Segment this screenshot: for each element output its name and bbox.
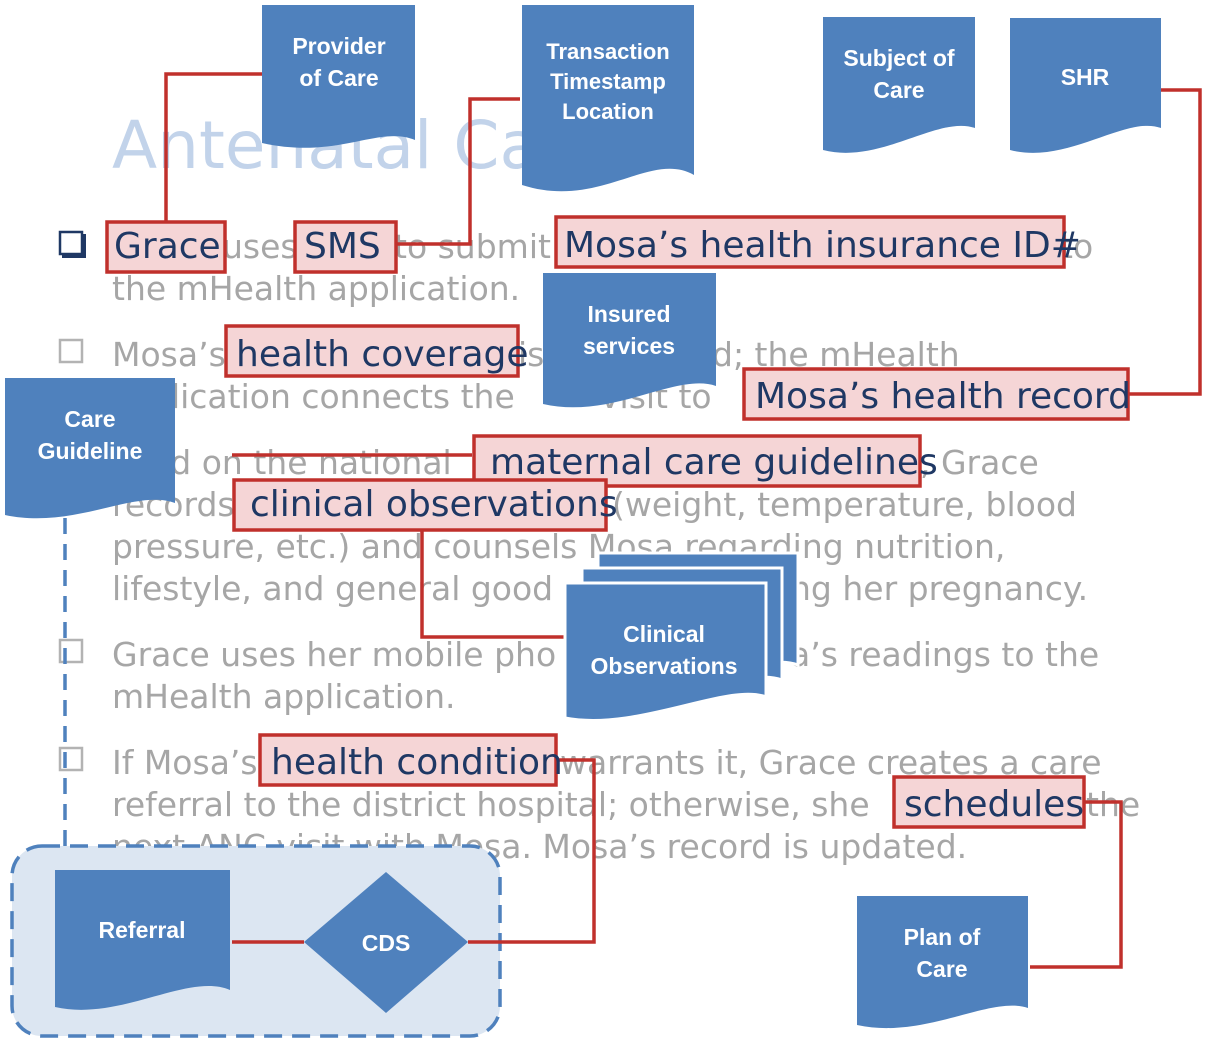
text-b4-l1-b: a’s readings to the	[790, 635, 1099, 674]
highlight-health-record: Mosa’s health record	[755, 376, 1131, 417]
svg-text:Referral: Referral	[99, 917, 186, 943]
text-b5-l2-b: the	[1086, 785, 1140, 824]
highlight-maternal-guidelines: maternal care guidelines	[490, 442, 938, 483]
plan-of-care-doc: Plan of Care	[857, 896, 1028, 1029]
svg-text:Timestamp: Timestamp	[550, 69, 666, 94]
svg-text:Care: Care	[64, 406, 115, 432]
highlight-grace: Grace	[114, 226, 221, 267]
connector-shr-record	[1128, 88, 1202, 396]
svg-text:services: services	[583, 333, 675, 359]
subject-of-care-doc: Subject of Care	[823, 17, 975, 153]
highlights: Grace SMS Mosa’s health insurance ID# he…	[105, 215, 1131, 829]
text-b2-l2-a: plication connects the	[150, 377, 515, 416]
highlight-health-coverage: health coverage	[236, 334, 529, 375]
highlight-sms: SMS	[304, 226, 381, 267]
svg-text:Insured: Insured	[587, 301, 670, 327]
connector-transaction-sms	[396, 97, 520, 246]
highlight-schedules: schedules	[904, 784, 1084, 825]
text-b2-l1-b: is	[518, 335, 544, 374]
provider-of-care-doc: Provider of Care	[262, 5, 415, 148]
referral-doc: Referral	[55, 870, 230, 1010]
text-b1-l1-a: uses	[222, 227, 298, 266]
text-b5-l1-a: If Mosa’s	[112, 743, 258, 782]
text-b3-l2-b: (weight, temperature, blood	[612, 485, 1077, 524]
text-b3-l1-b: , Grace	[920, 443, 1039, 482]
care-guideline-doc: Care Guideline	[5, 378, 175, 519]
svg-text:of Care: of Care	[299, 65, 378, 91]
svg-text:Clinical: Clinical	[623, 621, 705, 647]
svg-text:Guideline: Guideline	[38, 438, 143, 464]
body-text: uses to submit to the mHealth applicatio…	[112, 227, 1140, 866]
text-b1-l1-b: to submit	[394, 227, 551, 266]
svg-text:CDS: CDS	[362, 930, 411, 956]
svg-text:Observations: Observations	[591, 653, 738, 679]
shr-doc: SHR	[1010, 18, 1161, 153]
bullet-checkbox-1	[58, 230, 84, 256]
text-b3-l1-a: ed on the national	[150, 443, 452, 482]
svg-text:Care: Care	[873, 77, 924, 103]
svg-text:SHR: SHR	[1061, 64, 1110, 90]
insured-services-doc: Insured services	[543, 273, 716, 408]
bullet-checkbox-2	[58, 338, 84, 364]
cds-decision: CDS	[304, 872, 468, 1013]
svg-text:Care: Care	[916, 956, 967, 982]
text-b2-l1-a: Mosa’s	[112, 335, 226, 374]
connector-condition-cds	[468, 758, 596, 944]
clinical-observations-doc: Clinical Observations	[563, 551, 800, 722]
connectors	[164, 72, 1202, 969]
transaction-doc: Transaction Timestamp Location	[522, 5, 694, 192]
svg-text:Provider: Provider	[292, 33, 385, 59]
text-b1-l2: the mHealth application.	[112, 269, 520, 308]
text-b3-l3: pressure, etc.) and counsels Mosa regard…	[112, 527, 1005, 566]
connector-clinical-observations	[420, 528, 564, 639]
connector-schedules-plan	[1030, 800, 1123, 969]
connector-provider-grace	[164, 72, 262, 222]
svg-text:Plan of: Plan of	[904, 924, 981, 950]
text-b3-l4-b: ng her pregnancy.	[790, 569, 1088, 608]
svg-text:Subject of: Subject of	[843, 45, 955, 71]
svg-text:Location: Location	[562, 99, 654, 124]
text-b4-l2: mHealth application.	[112, 677, 456, 716]
highlight-clinical-observations: clinical observations	[250, 484, 618, 525]
highlight-insurance-id: Mosa’s health insurance ID#	[564, 225, 1081, 266]
text-b4-l1-a: Grace uses her mobile pho	[112, 635, 556, 674]
svg-text:Transaction: Transaction	[546, 39, 669, 64]
text-b3-l4-a: lifestyle, and general good	[112, 569, 553, 608]
text-b5-l2-a: referral to the district hospital; other…	[112, 785, 870, 824]
highlight-health-condition: health condition	[271, 742, 563, 783]
